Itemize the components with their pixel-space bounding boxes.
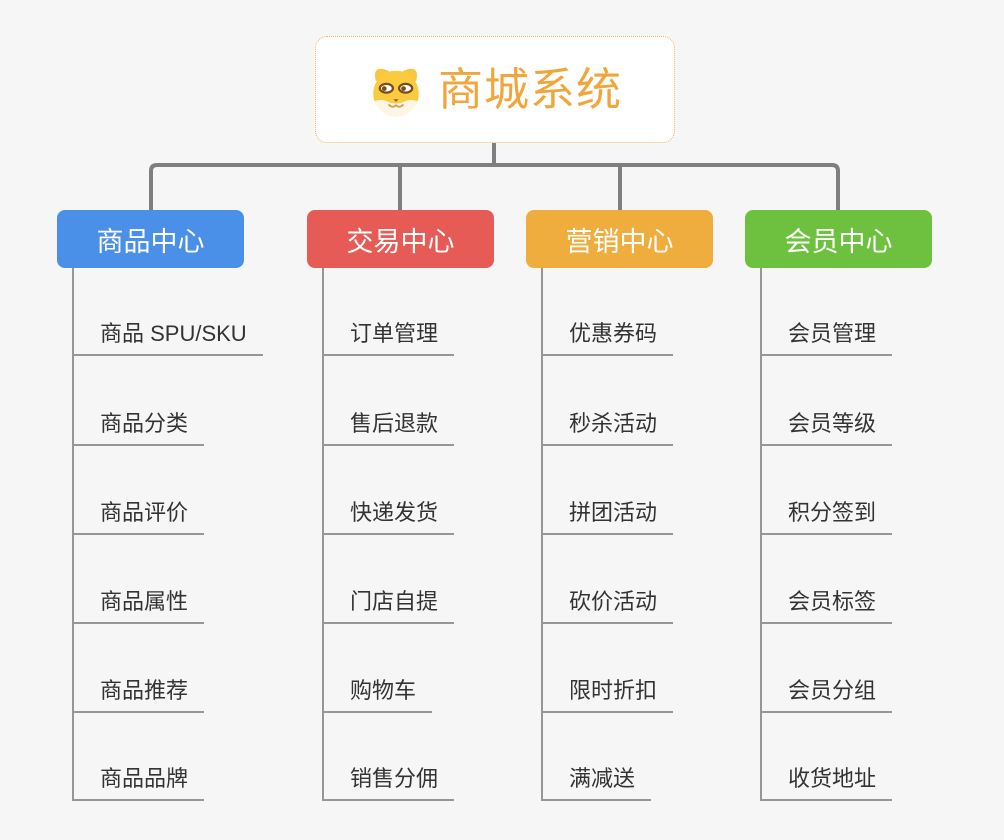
leaf-item[interactable]: 秒杀活动: [541, 404, 674, 446]
leaf-item[interactable]: 商品属性: [72, 582, 205, 624]
leaf-item[interactable]: 砍价活动: [541, 582, 674, 624]
leaf-item[interactable]: 会员分组: [760, 671, 893, 713]
leaf-item[interactable]: 售后退款: [322, 404, 455, 446]
leaf-item[interactable]: 会员管理: [760, 314, 893, 356]
leaf-item[interactable]: 购物车: [322, 671, 433, 713]
leaf-item[interactable]: 收货地址: [760, 759, 893, 801]
dog-face-icon: [373, 68, 419, 116]
leaf-item[interactable]: 会员标签: [760, 582, 893, 624]
leaf-item[interactable]: 满减送: [541, 759, 652, 801]
branch-trade-center[interactable]: 交易中心: [307, 210, 494, 268]
leaf-item[interactable]: 商品 SPU/SKU: [72, 314, 263, 356]
branch-product-center[interactable]: 商品中心: [57, 210, 244, 268]
branch-member-center[interactable]: 会员中心: [745, 210, 932, 268]
leaf-item[interactable]: 商品推荐: [72, 671, 205, 713]
leaf-item[interactable]: 优惠券码: [541, 314, 674, 356]
root-title: 商城系统: [437, 64, 622, 115]
leaf-item[interactable]: 拼团活动: [541, 493, 674, 535]
leaf-item[interactable]: 销售分佣: [322, 759, 455, 801]
leaf-item[interactable]: 限时折扣: [541, 671, 674, 713]
leaf-item[interactable]: 商品品牌: [72, 759, 205, 801]
leaf-item[interactable]: 会员等级: [760, 404, 893, 446]
leaf-item[interactable]: 快递发货: [322, 493, 455, 535]
leaf-item[interactable]: 积分签到: [760, 493, 893, 535]
leaf-item[interactable]: 订单管理: [322, 314, 455, 356]
branch-marketing-center[interactable]: 营销中心: [526, 210, 713, 268]
leaf-item[interactable]: 商品分类: [72, 404, 205, 446]
root-node[interactable]: 商城系统: [315, 36, 675, 143]
leaf-item[interactable]: 门店自提: [322, 582, 455, 624]
leaf-item[interactable]: 商品评价: [72, 493, 205, 535]
